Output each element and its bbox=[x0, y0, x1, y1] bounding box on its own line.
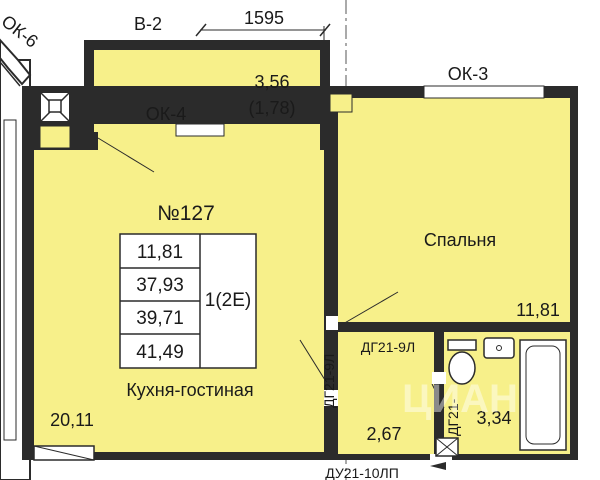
door-bath-swing bbox=[431, 383, 445, 409]
grille-diag bbox=[33, 445, 95, 461]
door-dg21-9l-h: ДГ21-9Л bbox=[361, 339, 415, 355]
ok6-window-diagonal bbox=[0, 38, 32, 86]
area-table: 11,81 37,93 39,71 41,49 1(2Е) bbox=[119, 233, 257, 369]
room-type: 1(2Е) bbox=[205, 290, 251, 311]
dimension-tick-right bbox=[319, 23, 331, 37]
balcony-dimension: 1595 bbox=[244, 8, 284, 28]
column-living bbox=[39, 125, 71, 149]
entry-arrow bbox=[430, 462, 446, 470]
ok4-label: ОК-4 bbox=[146, 104, 187, 124]
ok3-window bbox=[423, 85, 545, 99]
door-bedroom-leaf bbox=[326, 316, 338, 330]
hall-area: 2,67 bbox=[366, 424, 401, 444]
door-dg21-bath: ДГ21- bbox=[445, 398, 461, 436]
area-total-4: 41,49 bbox=[136, 342, 184, 363]
column-bedroom bbox=[329, 93, 353, 113]
door-bath-leaf bbox=[432, 372, 446, 384]
hall-floor bbox=[338, 332, 434, 454]
sink-drain bbox=[496, 345, 502, 351]
door-dg21-9l-v: ДГ21-9Л bbox=[321, 354, 337, 408]
left-window-opening bbox=[3, 119, 17, 441]
bedroom-area: 11,81 bbox=[516, 300, 560, 320]
ok4-swing bbox=[97, 137, 155, 173]
living-room-area: 20,11 bbox=[50, 410, 94, 430]
watermark: ЦИАН bbox=[402, 377, 518, 421]
door-du21-10lp: ДУ21-10ЛП bbox=[325, 465, 399, 480]
bathroom-area: 3,34 bbox=[476, 408, 511, 428]
toilet-bowl bbox=[448, 351, 476, 385]
ok4-door bbox=[175, 123, 225, 137]
door-living-leaf bbox=[324, 390, 338, 406]
door-living-swing bbox=[299, 339, 331, 389]
balcony-area-reduced: (1,78) bbox=[248, 98, 295, 118]
washer-cross-b bbox=[435, 437, 459, 457]
door-bedroom-swing bbox=[335, 291, 399, 329]
balcony-area: 3,56 bbox=[254, 72, 289, 92]
entry-door-leaf bbox=[430, 454, 452, 462]
ok3-label: ОК-3 bbox=[448, 64, 489, 84]
area-total-3: 39,71 bbox=[136, 308, 184, 329]
living-room-name: Кухня-гостиная bbox=[126, 380, 253, 400]
bedroom-floor bbox=[338, 98, 570, 322]
balcony-code: В-2 bbox=[134, 14, 162, 34]
apartment-number: №127 bbox=[157, 202, 215, 225]
toilet-tank bbox=[447, 339, 477, 351]
ok6-leader bbox=[0, 61, 21, 87]
area-total-2: 37,93 bbox=[136, 275, 184, 296]
bathtub-inner bbox=[525, 345, 561, 445]
dimension-tick-left bbox=[195, 23, 207, 37]
area-total-1: 11,81 bbox=[137, 242, 183, 263]
bedroom-name: Спальня bbox=[424, 230, 496, 250]
shaft-inner bbox=[48, 99, 62, 113]
